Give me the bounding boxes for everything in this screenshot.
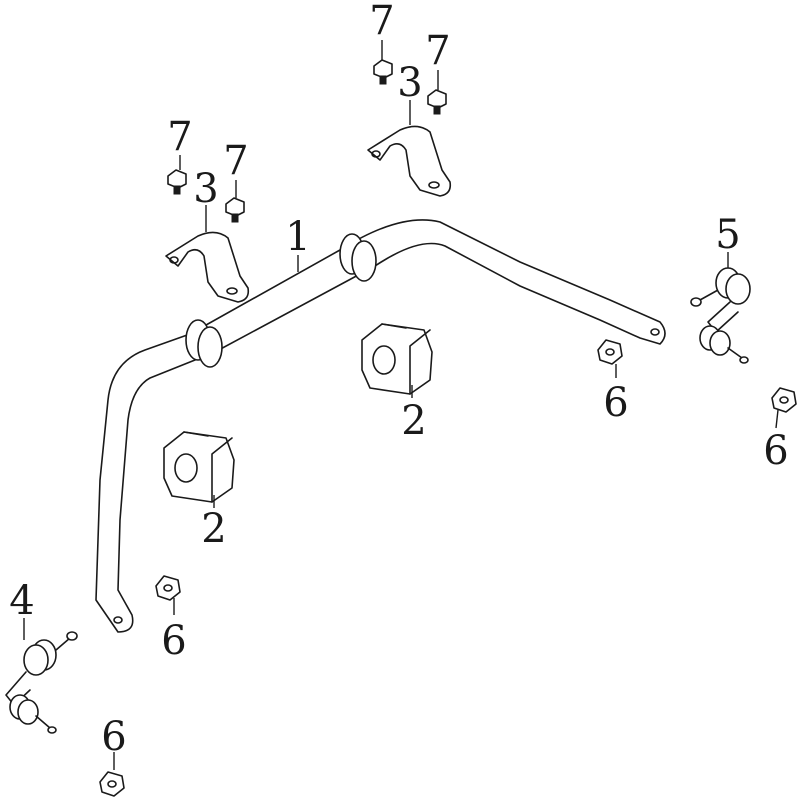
bar-collar-right [339, 233, 377, 282]
callout-5: 5 [715, 212, 740, 258]
callout-3-lower: 3 [193, 166, 218, 212]
bolt-7a [373, 59, 393, 85]
callout-6-mid-left: 6 [161, 618, 186, 664]
bracket-lower [165, 231, 250, 303]
nut-6b [771, 387, 797, 413]
callout-2-upper: 2 [401, 398, 426, 444]
nut-6a [597, 339, 623, 365]
stabilizer-link-right [690, 267, 751, 364]
bar-collar-left [185, 319, 223, 368]
callout-7-mid-right: 7 [223, 138, 248, 184]
nut-6c [155, 575, 181, 601]
callout-7-top-right: 7 [425, 28, 450, 74]
callouts: 1 2 2 3 3 4 5 6 6 6 6 7 7 7 7 [9, 0, 788, 760]
leader-lines [23, 40, 779, 770]
callout-4: 4 [9, 578, 34, 624]
callout-7-top-left: 7 [369, 0, 394, 44]
bolt-7b [427, 89, 447, 115]
callout-3-upper: 3 [397, 60, 422, 106]
callout-7-mid-left: 7 [167, 114, 192, 160]
callout-6-bottom: 6 [101, 714, 126, 760]
callout-6-center: 6 [603, 380, 628, 426]
bracket-upper [367, 125, 452, 197]
bolt-7c [167, 169, 187, 195]
callout-6-right: 6 [763, 428, 788, 474]
callout-1: 1 [285, 214, 310, 260]
bolt-7d [225, 197, 245, 223]
bushing-lower [163, 431, 235, 503]
bushing-upper [361, 323, 433, 395]
nut-6d [99, 771, 125, 797]
stabilizer-link-left [5, 631, 78, 734]
stabilizer-bar [95, 219, 666, 633]
callout-2-lower: 2 [201, 506, 226, 552]
